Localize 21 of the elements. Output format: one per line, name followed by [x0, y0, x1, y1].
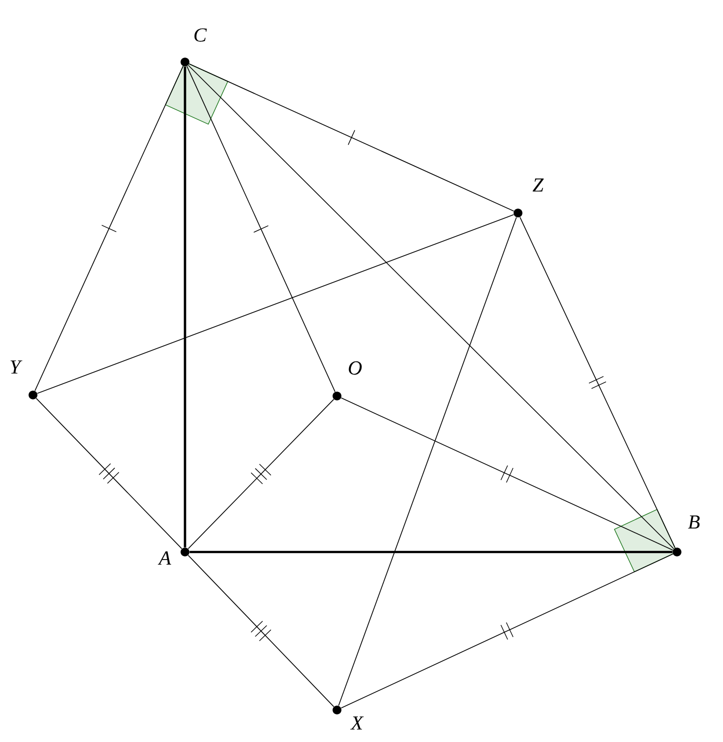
line-segment	[36, 214, 514, 394]
line-segment	[36, 398, 182, 550]
line-segment	[188, 554, 334, 708]
line-segment	[188, 64, 674, 550]
line-segment	[188, 64, 514, 212]
point-label: C	[194, 28, 207, 42]
line-segment	[338, 216, 517, 706]
line-segment	[184, 66, 186, 548]
line-segment	[340, 554, 674, 708]
point-label: O	[348, 361, 362, 375]
line-segment	[520, 216, 676, 548]
point-label: Y	[10, 360, 22, 374]
line-segment	[186, 66, 336, 392]
line-segment	[340, 398, 674, 550]
point-label: X	[350, 716, 364, 730]
point-label: A	[158, 551, 172, 565]
line-segment	[188, 398, 334, 550]
point-label: B	[688, 515, 700, 529]
point-label: Z	[532, 178, 544, 192]
line-segment	[34, 66, 184, 392]
line-segment	[190, 550, 672, 554]
